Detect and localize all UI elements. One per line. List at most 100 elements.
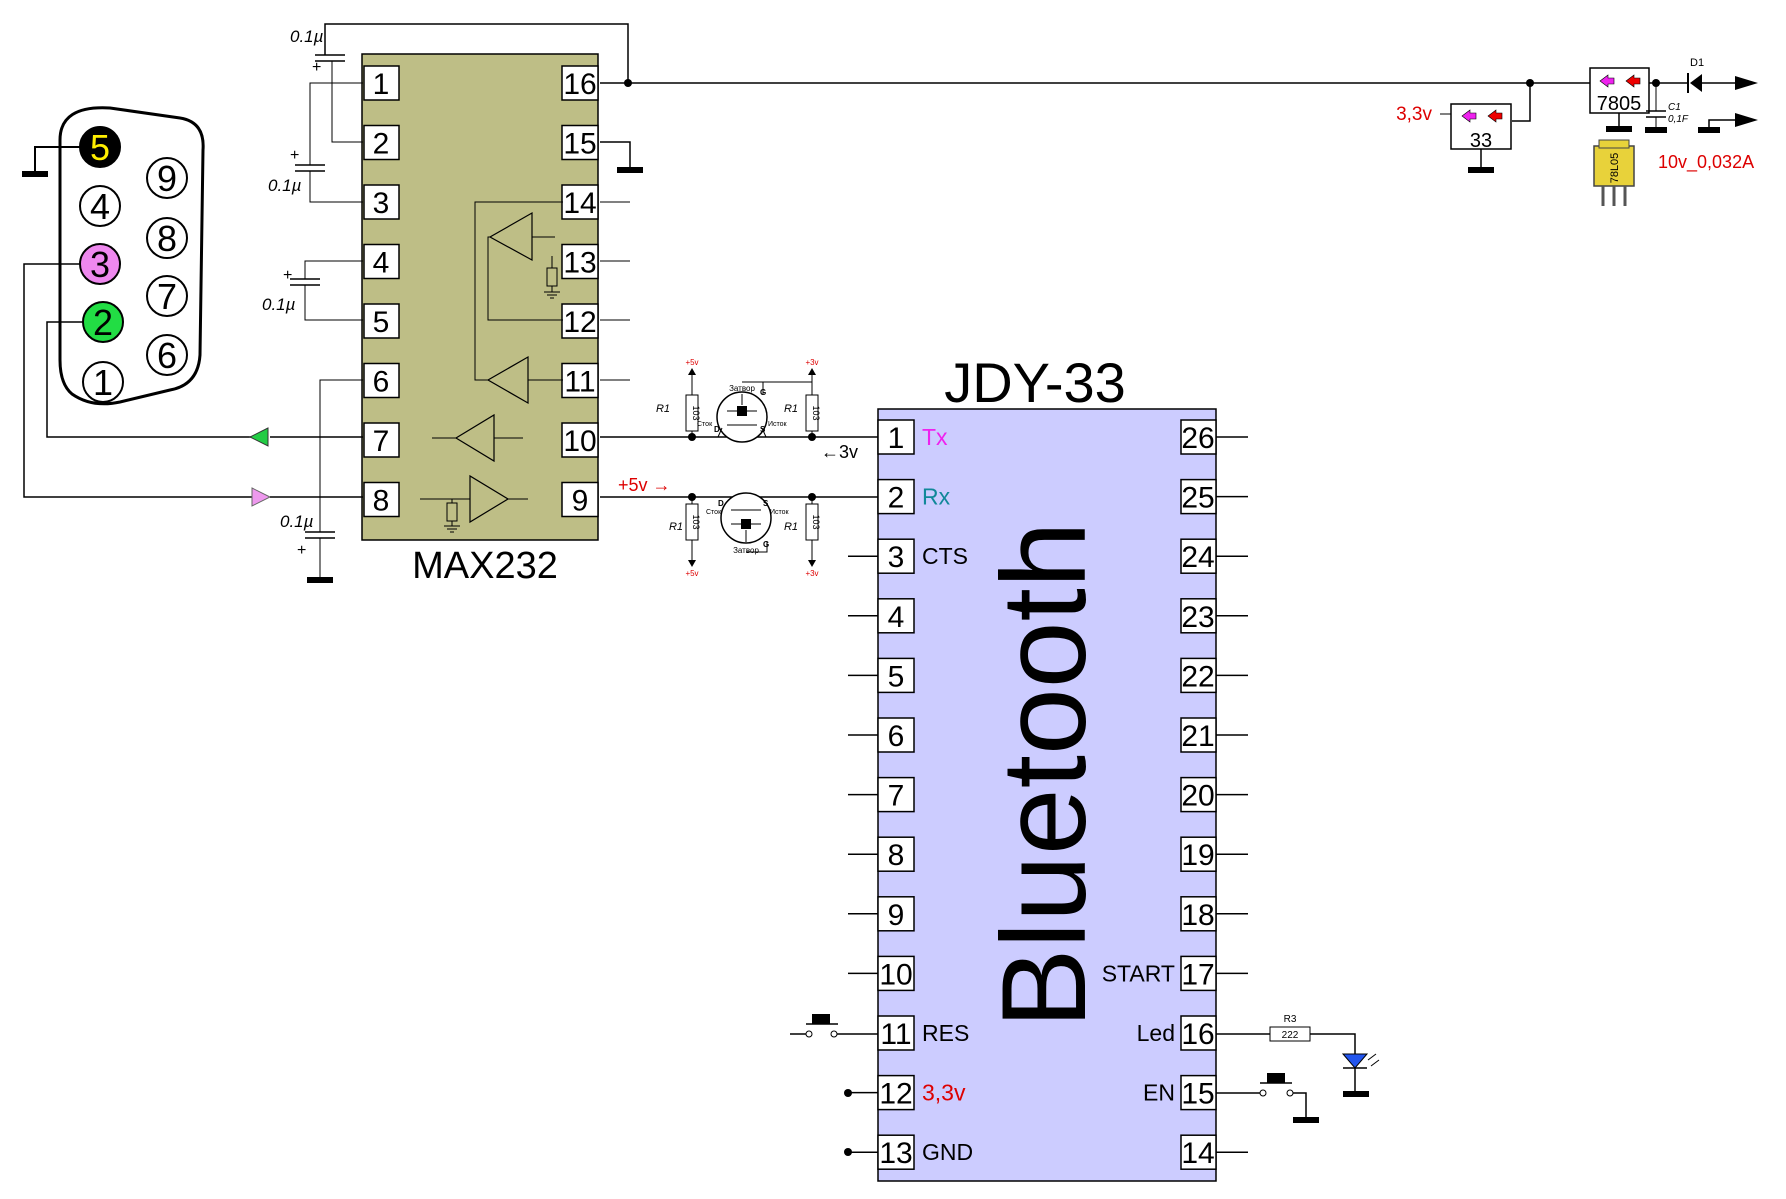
ground-symbol: [1343, 1091, 1369, 1097]
ground-symbol: [1698, 127, 1720, 133]
jdy33-pin-number: 10: [879, 958, 912, 991]
max232-body: [361, 53, 599, 541]
jdy33-pin-label: START: [1102, 960, 1175, 986]
jdy33-pin-number: 15: [1181, 1078, 1214, 1111]
db9-pin-9: [146, 157, 188, 199]
max232-pin-number: 1: [373, 68, 390, 101]
jdy33-pin-number: 23: [1181, 601, 1214, 634]
jdy33-pin-label: Tx: [922, 424, 948, 450]
r-label: R1: [656, 403, 670, 415]
jdy33-pin-number: 24: [1181, 541, 1214, 574]
jdy33-pin-number: 13: [879, 1137, 912, 1170]
jdy33-pin-label: Led: [1137, 1020, 1175, 1046]
arrow-left-icon: [1625, 74, 1641, 88]
jdy33-pin-box: [1180, 1134, 1217, 1170]
max232-pin-number: 13: [563, 247, 596, 280]
jdy33-pin-number: 16: [1181, 1018, 1214, 1051]
jdy33-pin-number: 9: [888, 899, 905, 932]
78l05-label: 78L05: [1609, 153, 1621, 184]
level-shifter-bottom: +5v → +5v 103 R1 +3v 103 R1 Затвор G D С…: [600, 475, 878, 578]
jdy33-pin-box: [877, 419, 915, 455]
arrow-left-icon: [1487, 109, 1503, 123]
cap3-plus: +: [283, 267, 292, 284]
jdy33-pin-box: [1180, 419, 1217, 455]
db9-connector: 5 4 3 2 1 9 8 7 6: [22, 106, 272, 507]
arrow-left-icon: [1461, 109, 1477, 123]
cap3-label: 0.1µ: [262, 295, 296, 314]
jdy33-pin-box: [877, 1074, 915, 1111]
d1-label: D1: [1690, 57, 1704, 69]
led-circuit: 222 R3: [1216, 1014, 1380, 1097]
max232-pin-box: [363, 303, 400, 339]
g-label: G: [760, 388, 766, 397]
max232-pin-box: [363, 422, 400, 458]
jdy33-pin-box: [877, 478, 915, 515]
vcc-label: +5v: [685, 569, 698, 578]
jdy33-pin-box: [1180, 717, 1217, 753]
jdy33-pin-box: [877, 896, 915, 932]
level-shifter-top: +5v 103 R1 +3v 103 R1 Затвор G D Сток S …: [600, 358, 878, 462]
jdy33-pin-box: [877, 776, 915, 813]
jdy33-pin-number: 22: [1181, 660, 1214, 693]
jdy33-pin-label: EN: [1143, 1080, 1175, 1106]
db9-pin-5: 5: [79, 126, 121, 168]
jdy33-pin-number: 7: [888, 780, 905, 813]
jdy33-pin-number: 2: [888, 482, 905, 515]
jdy33-pin-number: 12: [879, 1078, 912, 1111]
jdy33-pin-label: 3,3v: [922, 1080, 966, 1106]
cap4-label: 0.1µ: [280, 512, 314, 531]
jdy33-pin-label: CTS: [922, 543, 968, 569]
max232-pin-box: [363, 65, 400, 101]
supply-label: 10v_0,032A: [1658, 152, 1754, 173]
ground-symbol: [1645, 127, 1667, 133]
jdy33-pin-box: [877, 1015, 915, 1051]
r-label: R1: [784, 403, 798, 415]
mosfet-bottom: [720, 492, 772, 544]
max232-pin-box: [561, 124, 599, 161]
jdy33-pin-number: 25: [1181, 482, 1214, 515]
r-label: R1: [784, 521, 798, 533]
ground-symbol: [22, 171, 48, 177]
g-label: G: [763, 540, 769, 549]
reg33-label: 33: [1470, 130, 1492, 152]
jdy33-pin-box: [1180, 657, 1217, 694]
r-label: R1: [669, 521, 683, 533]
jdy33-pin-box: [1180, 478, 1217, 515]
jdy33-pin-number: 26: [1181, 422, 1214, 455]
mosfet-top: [716, 391, 768, 443]
db9-pin-8: [146, 217, 188, 259]
r-value: 103: [691, 405, 701, 420]
diode-icon: [1690, 74, 1702, 92]
max232-pin-number: 3: [373, 187, 390, 220]
jdy33-pin-box: [1180, 1015, 1217, 1051]
db9-pin3-wire: [23, 263, 252, 498]
r-value: 103: [811, 405, 821, 420]
jdy33-pin-box: [877, 955, 915, 992]
c1-name: C1: [1668, 102, 1681, 113]
jdy33-pin-box: [877, 836, 915, 872]
db9-gnd-wire: [34, 146, 80, 172]
cap4-plus: +: [297, 542, 306, 559]
arrow-rx-icon: [248, 427, 269, 447]
jdy33-pin-number: 14: [1181, 1137, 1214, 1170]
reset-button: [790, 1014, 878, 1038]
cap1-plus: +: [312, 59, 321, 76]
max232-pin-box: [363, 124, 400, 161]
max232-pin-number: 16: [563, 68, 596, 101]
jdy33-pin-number: 19: [1181, 839, 1214, 872]
jdy33-pin-label: Rx: [922, 484, 951, 510]
max232-pin-number: 8: [373, 485, 390, 518]
db9-pin-3: 3: [79, 243, 121, 285]
ground-symbol: [1606, 126, 1632, 132]
drain-word: Сток: [706, 509, 722, 516]
ground-symbol: [617, 167, 643, 173]
max232-pin-number: 14: [563, 187, 596, 220]
db9-pin-5-label: 5: [90, 127, 110, 168]
vcc-label: +3v: [805, 569, 818, 578]
cap1-label: 0.1µ: [290, 27, 324, 46]
max232-pin-number: 11: [564, 366, 595, 399]
jdy33-pin-box: [877, 717, 915, 753]
